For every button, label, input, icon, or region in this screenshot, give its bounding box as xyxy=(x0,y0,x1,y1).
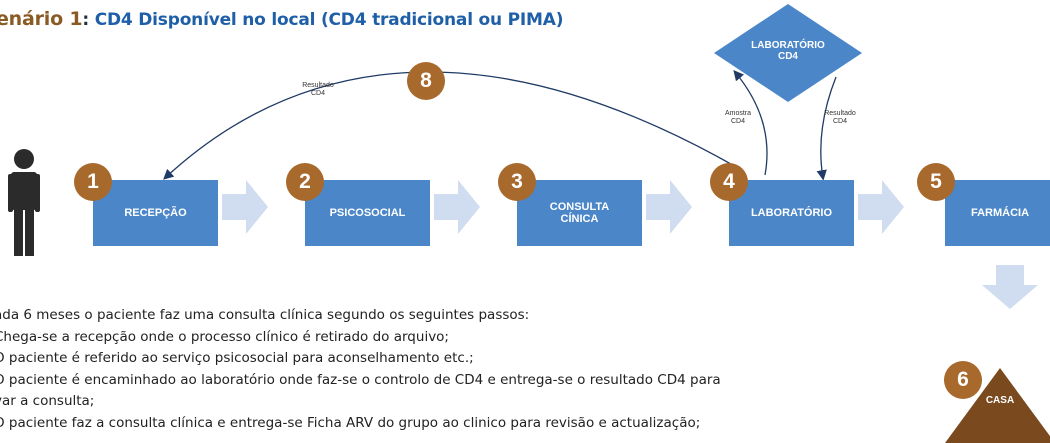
title-lead: enário 1 xyxy=(0,8,83,30)
amostra-label: Amostra CD4 xyxy=(724,110,752,125)
text-line: O paciente é encaminhado ao laboratório … xyxy=(0,371,721,388)
description-text: ada 6 meses o paciente faz uma consulta … xyxy=(0,305,924,434)
step-box-psicosocial: PSICOSOCIAL xyxy=(305,180,430,246)
resultado-label: Resultado CD4 xyxy=(824,110,856,125)
text-line: O paciente faz a consulta clínica e entr… xyxy=(0,414,701,431)
text-line: ada 6 meses o paciente faz uma consulta … xyxy=(0,307,530,323)
diagram-title: enário 1: CD4 Disponível no local (CD4 t… xyxy=(0,8,563,30)
casa-house xyxy=(945,368,1050,443)
amostra-curve xyxy=(733,70,768,176)
step-box-farmacia: FARMÁCIA xyxy=(945,180,1050,246)
step-badge-1: 1 xyxy=(74,163,112,201)
casa-label: CASA xyxy=(985,395,1015,406)
step-badge-4: 4 xyxy=(710,163,748,201)
title-rest: CD4 Disponível no local (CD4 tradicional… xyxy=(94,10,564,30)
person-icon xyxy=(8,149,40,256)
step-badge-3: 3 xyxy=(498,163,536,201)
connector-arrow-3-4 xyxy=(646,180,692,234)
text-line: var a consulta; xyxy=(0,393,95,409)
title-separator: : xyxy=(82,10,95,30)
step-box-recepcao: RECEPÇÃO xyxy=(93,180,218,246)
loop-badge-8: 8 xyxy=(407,62,445,100)
step-badge-5: 5 xyxy=(917,163,955,201)
text-line: Chega-se a recepção onde o processo clín… xyxy=(0,328,449,345)
connector-arrow-4-5 xyxy=(858,180,904,234)
text-line: O paciente é referido ao serviço psicoso… xyxy=(0,350,474,366)
step-box-consulta: CONSULTA CÍNICA xyxy=(517,180,642,246)
loop-result-label: Resultado CD4 xyxy=(302,82,334,97)
step-badge-6: 6 xyxy=(944,361,982,399)
step-box-laboratorio: LABORATÓRIO xyxy=(729,180,854,246)
resultado-curve xyxy=(816,76,837,181)
connector-arrow-5-6 xyxy=(982,265,1038,309)
lab-cd4-label: LABORATÓRIO CD4 xyxy=(751,40,825,62)
loop-curve xyxy=(163,71,739,180)
connector-arrow-1-2 xyxy=(222,180,268,234)
lab-cd4-diamond xyxy=(714,4,862,102)
connector-arrow-2-3 xyxy=(434,180,480,234)
step-badge-2: 2 xyxy=(286,163,324,201)
